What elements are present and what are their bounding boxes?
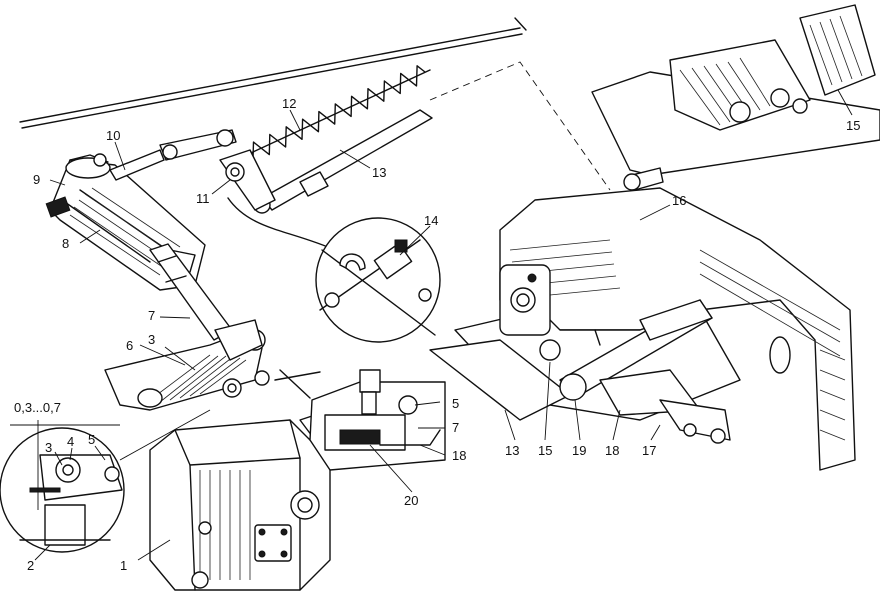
tie-rod: [253, 109, 433, 214]
clearance-label: 0,3...0,7: [14, 400, 61, 415]
lever-assembly: [104, 319, 270, 411]
callout-15-bracket: 15: [538, 443, 552, 458]
callout-10: 10: [106, 128, 120, 143]
callout-1: 1: [120, 558, 127, 573]
callout-9: 9: [33, 172, 40, 187]
callout-12: 12: [282, 96, 296, 111]
callout-16: 16: [672, 193, 686, 208]
leader-lines: [34, 89, 853, 561]
callout-11: 11: [196, 191, 210, 206]
callout-18-bracket: 18: [605, 443, 619, 458]
upper-link-rod: [109, 129, 237, 181]
callout-7-inset: 7: [452, 420, 459, 435]
return-spring: [239, 65, 431, 163]
bell-crank: [219, 149, 336, 251]
detail-inset-middle: [274, 369, 446, 471]
detail-circle-14: [315, 217, 441, 343]
callout-15-pedal: 15: [846, 118, 860, 133]
callout-19: 19: [572, 443, 586, 458]
callout-5-inset: 5: [452, 396, 459, 411]
spring-coil: [244, 65, 426, 163]
callout-17: 17: [642, 443, 656, 458]
top-rod: [19, 17, 527, 129]
dashed-connector: [429, 61, 611, 191]
callout-13-bracket: 13: [505, 443, 519, 458]
callout-20: 20: [404, 493, 418, 508]
callout-18-inset: 18: [452, 448, 466, 463]
callout-3-lever: 3: [148, 332, 155, 347]
callout-3-left: 3: [45, 440, 52, 455]
pedal-bracket-large: [429, 187, 856, 471]
callout-13-top: 13: [372, 165, 386, 180]
callout-8: 8: [62, 236, 69, 251]
callout-6: 6: [126, 338, 133, 353]
callout-5-left: 5: [88, 432, 95, 447]
callout-14: 14: [424, 213, 438, 228]
callout-4: 4: [67, 434, 74, 449]
callout-2: 2: [27, 558, 34, 573]
callout-7-rod: 7: [148, 308, 155, 323]
callout-labels: 1 2 3 3 4 5 5 6 7 7 8 9 10 11 12 13 13 1…: [14, 96, 860, 573]
pedal-assembly-small: [591, 4, 880, 191]
detail-circle-left: [0, 409, 211, 553]
